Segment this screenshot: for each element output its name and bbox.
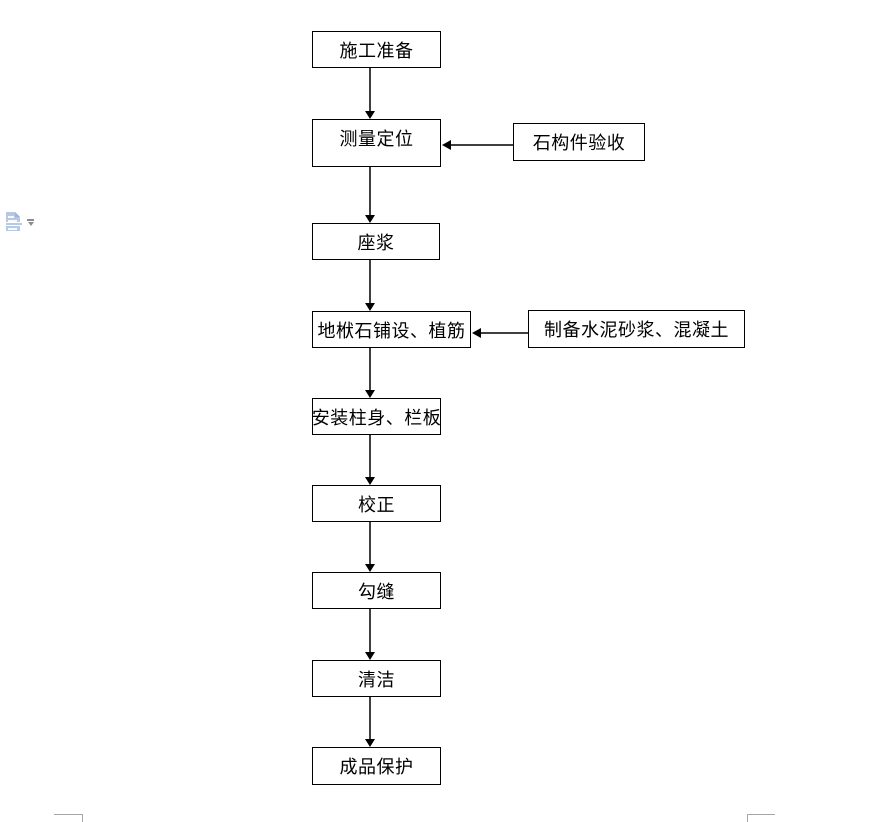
arrow-head-down-icon (365, 739, 375, 747)
arrow-head-left-icon (472, 328, 481, 338)
arrow-stem (369, 609, 371, 652)
flow-step-mortar-bed[interactable]: 座浆 (312, 223, 440, 260)
flow-step-label: 校正 (358, 494, 395, 516)
arrow-stem (369, 522, 371, 564)
flow-step-label: 制备水泥砂浆、混凝土 (544, 320, 729, 341)
arrow-stem (369, 697, 371, 739)
flow-step-label: 施工准备 (339, 40, 414, 62)
flow-side-stone-acceptance[interactable]: 石构件验收 (513, 123, 645, 161)
left-arrow-mortar-concrete (472, 327, 528, 339)
arrow-head-left-icon (442, 140, 451, 150)
flow-step-jointing[interactable]: 勾缝 (312, 572, 441, 609)
flow-step-cleaning[interactable]: 清洁 (312, 660, 441, 697)
dropdown-arrow-icon[interactable] (27, 219, 34, 221)
left-arrow-stone-acceptance (442, 139, 513, 151)
flow-step-label: 清洁 (358, 669, 395, 691)
flow-step-label: 石构件验收 (532, 133, 626, 154)
page-margin-corner-mark-left (54, 814, 83, 822)
arrow-head-down-icon (365, 564, 375, 572)
flow-step-preparation[interactable]: 施工准备 (312, 31, 441, 68)
arrow-head-down-icon (365, 477, 375, 485)
dropdown-arrow-icon[interactable] (28, 222, 34, 226)
arrow-head-down-icon (365, 215, 375, 223)
flow-step-survey-positioning[interactable]: 测量定位 (312, 119, 441, 167)
arrow-stem (369, 435, 371, 477)
arrow-head-down-icon (365, 652, 375, 660)
flow-step-label: 安装柱身、栏板 (311, 407, 442, 429)
down-arrow-2 (364, 167, 376, 223)
flow-side-prepare-mortar-concrete[interactable]: 制备水泥砂浆、混凝土 (528, 310, 745, 348)
down-arrow-6 (364, 522, 376, 572)
paste-options-button[interactable] (4, 211, 36, 233)
flow-step-correction[interactable]: 校正 (312, 485, 441, 522)
flow-step-label: 勾缝 (358, 581, 395, 603)
down-arrow-1 (364, 68, 376, 119)
flow-step-sill-stone-laying[interactable]: 地栿石铺设、植筋 (312, 311, 471, 348)
page-margin-corner-mark-right (747, 814, 775, 822)
arrow-head-down-icon (365, 303, 375, 311)
flow-step-label: 成品保护 (339, 757, 414, 778)
down-arrow-7 (364, 609, 376, 660)
arrow-stem (369, 167, 371, 215)
down-arrow-8 (364, 697, 376, 747)
flow-step-label: 测量定位 (339, 129, 414, 150)
arrow-stem (369, 68, 371, 111)
flow-step-label: 座浆 (357, 232, 395, 254)
down-arrow-3 (364, 260, 376, 311)
down-arrow-5 (364, 435, 376, 485)
flow-step-install-column-railing[interactable]: 安装柱身、栏板 (312, 398, 441, 435)
arrow-head-down-icon (365, 390, 375, 398)
arrow-stem (369, 260, 371, 303)
flow-step-product-protection[interactable]: 成品保护 (312, 747, 441, 785)
arrow-stem (481, 332, 528, 334)
arrow-stem (369, 348, 371, 390)
down-arrow-4 (364, 348, 376, 398)
arrow-head-down-icon (365, 111, 375, 119)
paste-options-icon (6, 212, 22, 231)
flow-step-label: 地栿石铺设、植筋 (317, 320, 466, 342)
arrow-stem (451, 144, 513, 146)
